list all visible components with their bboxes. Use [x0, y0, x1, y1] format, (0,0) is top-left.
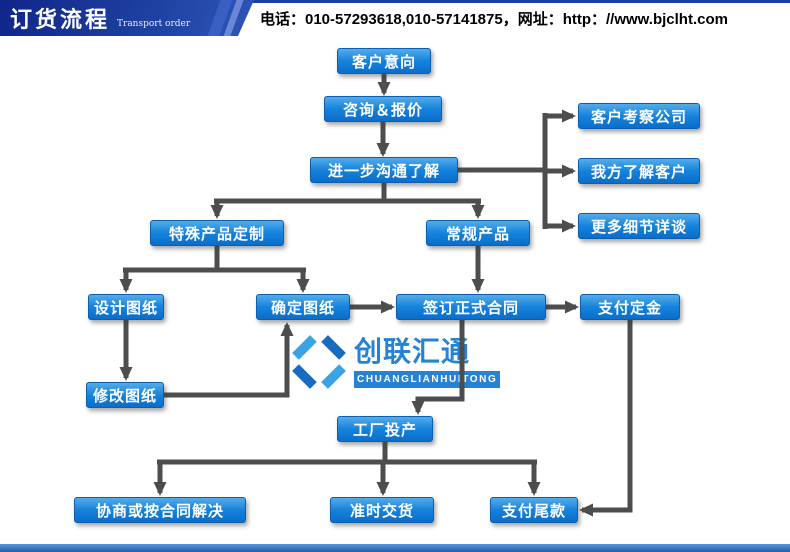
flow-node-know: 我方了解客户	[578, 158, 700, 184]
flow-node-visit: 客户考察公司	[578, 103, 700, 129]
flow-node-details: 更多细节详谈	[578, 213, 700, 239]
flow-node-negotiate: 协商或按合同解决	[74, 497, 246, 523]
header-top-line	[0, 0, 790, 3]
flow-node-produce: 工厂投产	[337, 416, 433, 442]
flow-node-deliver: 准时交货	[330, 497, 434, 523]
flow-node-balance: 支付尾款	[490, 497, 578, 523]
flow-node-intent: 客户意向	[337, 48, 431, 74]
flow-node-contract: 签订正式合同	[396, 294, 546, 320]
header-contact-info: 电话：010-57293618,010-57141875，网址：http：//w…	[260, 11, 728, 28]
page-subtitle: Transport order	[117, 19, 191, 29]
header-banner: 订货流程 Transport order	[0, 0, 254, 36]
flow-node-regular: 常规产品	[426, 220, 530, 246]
flow-node-design: 设计图纸	[88, 294, 164, 320]
flow-node-further: 进一步沟通了解	[310, 157, 458, 183]
bottom-bar	[0, 544, 790, 552]
header: 订货流程 Transport order 电话：010-57293618,010…	[0, 0, 790, 36]
flow-node-special: 特殊产品定制	[150, 220, 284, 246]
page-title: 订货流程	[10, 7, 111, 33]
logo-name: 创联汇通	[354, 336, 471, 367]
logo-diamond-icon	[292, 335, 346, 389]
flow-node-deposit: 支付定金	[580, 294, 680, 320]
flow-node-confirm: 确定图纸	[256, 294, 350, 320]
flow-node-consult: 咨询＆报价	[324, 96, 442, 122]
flow-node-modify: 修改图纸	[86, 382, 164, 408]
flow-edges	[119, 74, 633, 517]
